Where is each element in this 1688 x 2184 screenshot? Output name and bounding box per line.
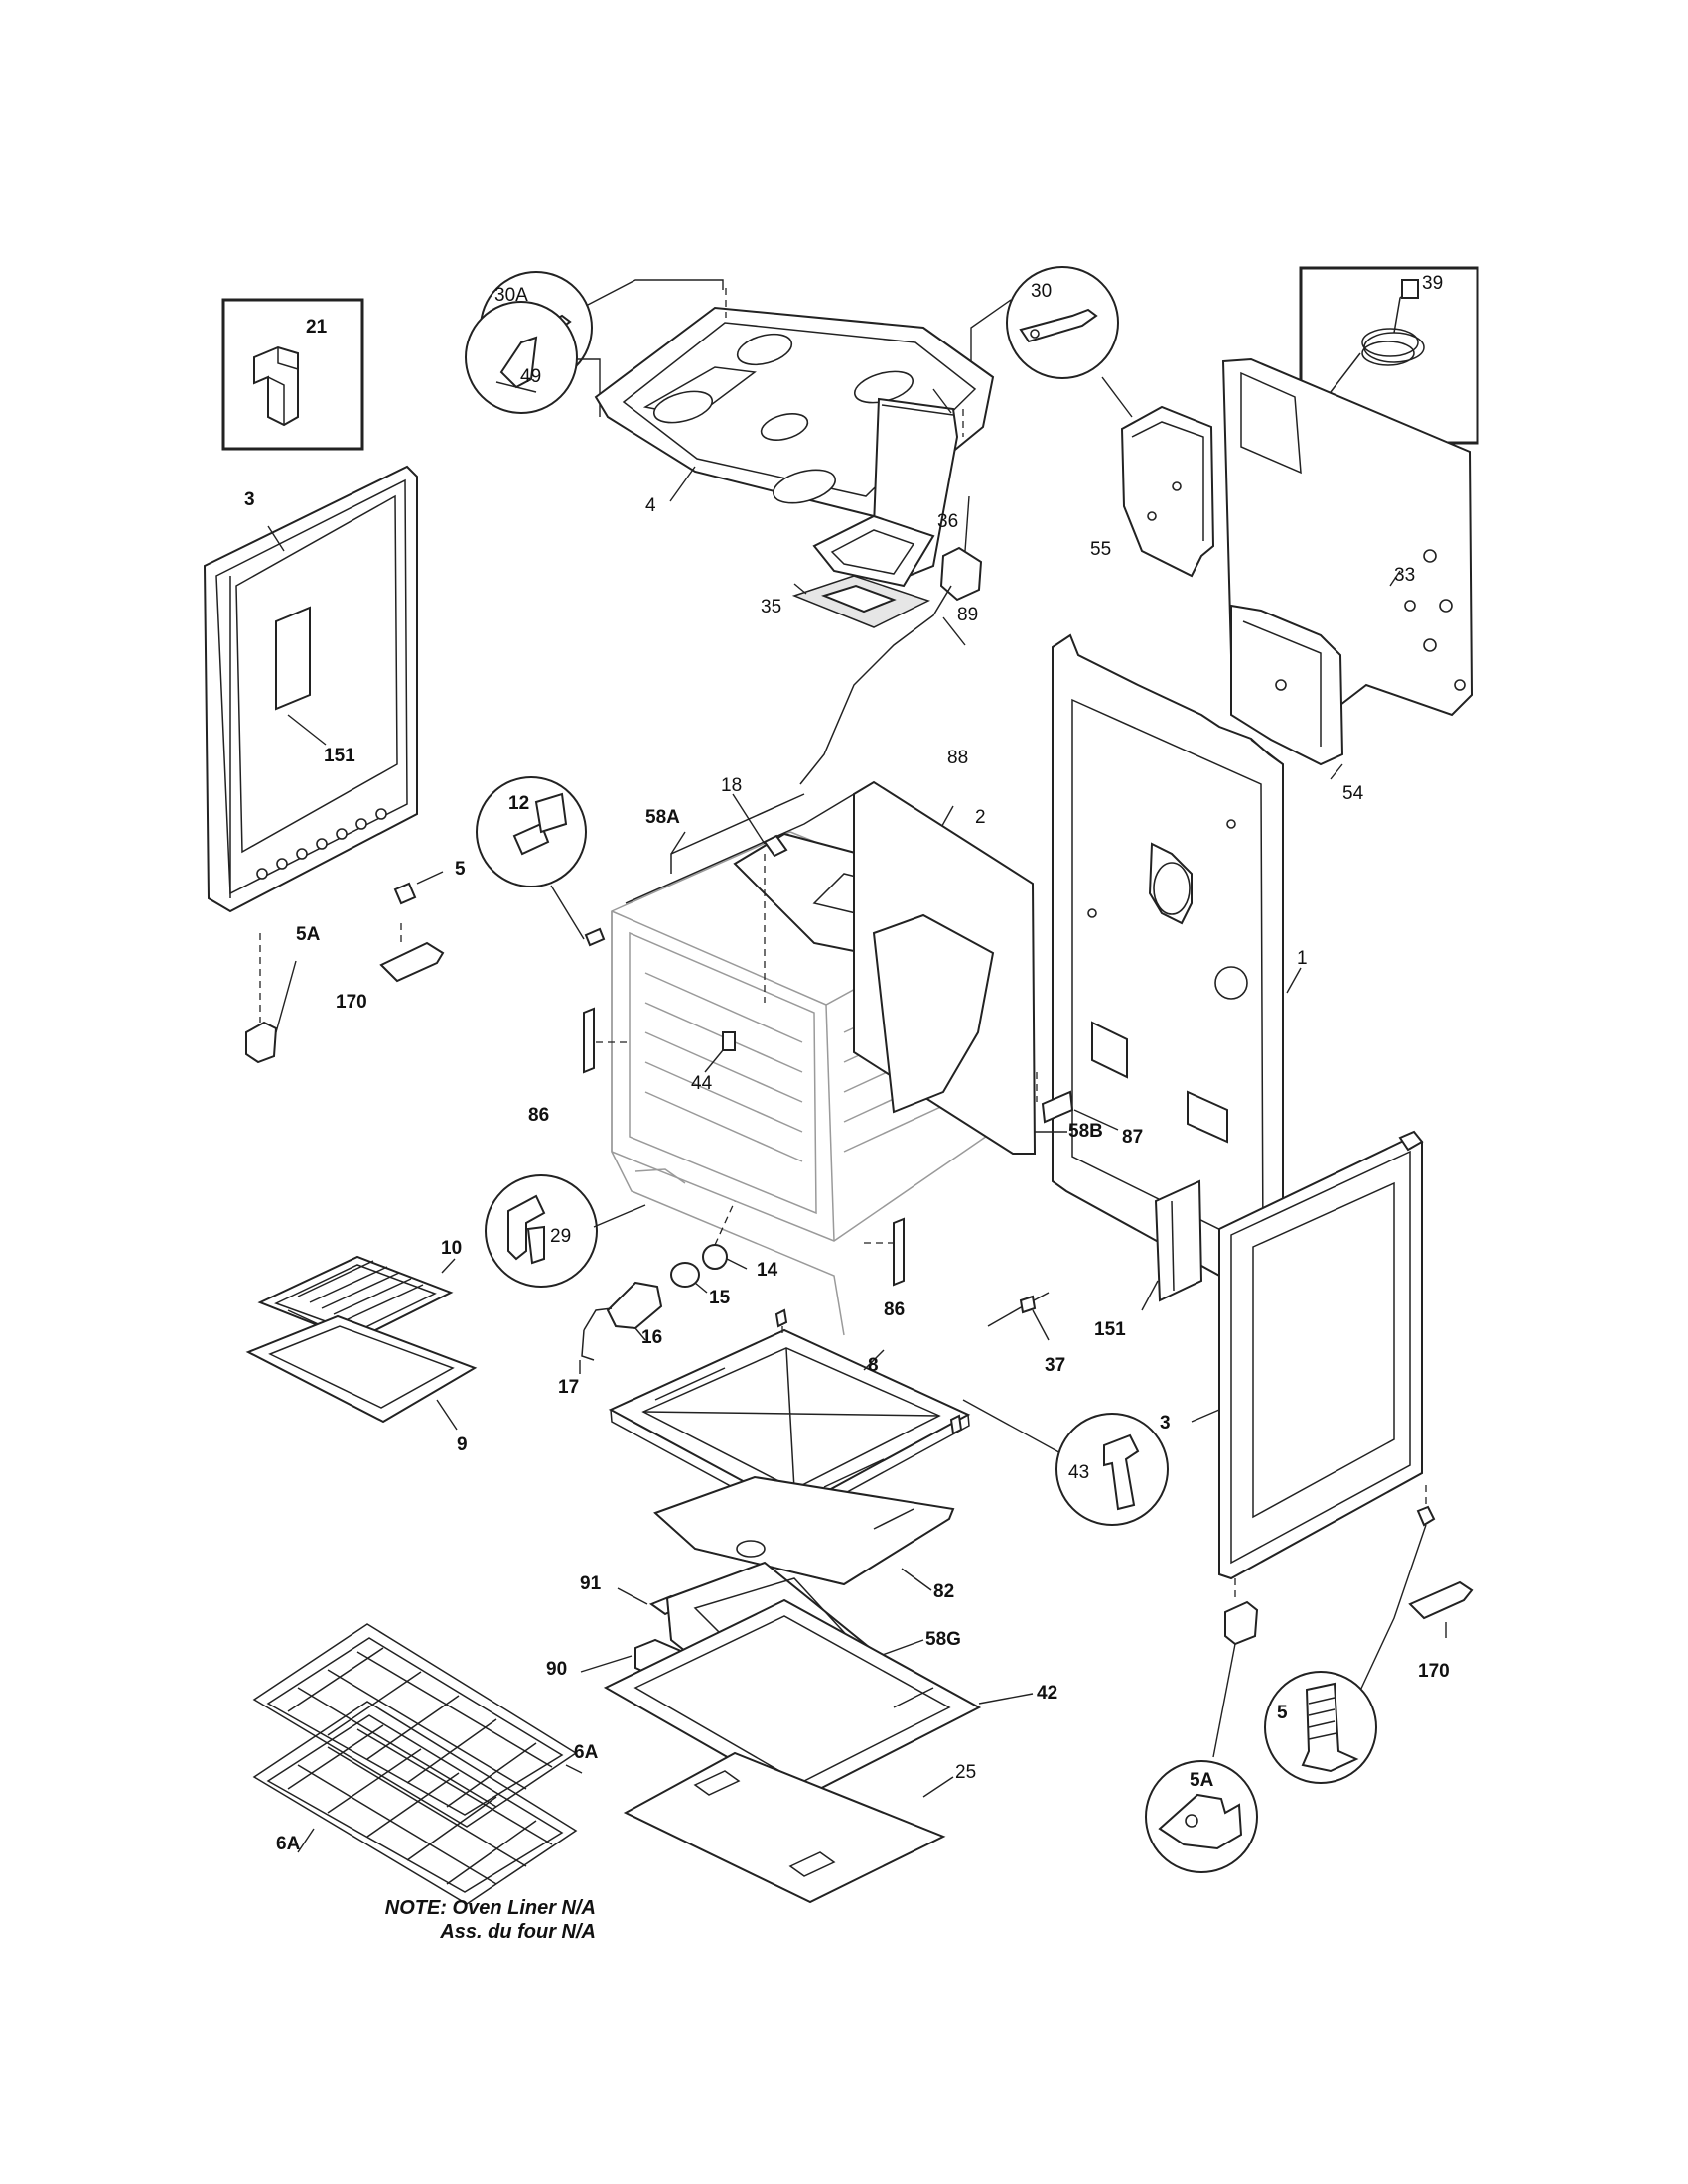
label-58G: 58G (925, 1629, 961, 1650)
label-29: 29 (550, 1226, 572, 1247)
label-18: 18 (721, 775, 743, 796)
label-33: 33 (1394, 565, 1416, 586)
label-10: 10 (441, 1238, 463, 1259)
part-55-panel (1101, 376, 1215, 578)
part-3-right-door (1191, 1130, 1424, 1580)
label-16: 16 (641, 1327, 663, 1348)
label-170-left: 170 (336, 992, 367, 1013)
label-91: 91 (580, 1573, 602, 1594)
callout-5-leveler (1264, 1671, 1377, 1784)
label-49: 49 (520, 366, 542, 387)
part-18-sensor (732, 793, 788, 1003)
label-151-right: 151 (1094, 1319, 1126, 1340)
label-14: 14 (757, 1260, 778, 1281)
label-3-left-door: 3 (244, 489, 255, 510)
label-58B: 58B (1068, 1121, 1103, 1142)
label-5A-left: 5A (296, 924, 321, 945)
label-21: 21 (306, 317, 328, 338)
label-25: 25 (955, 1762, 977, 1783)
label-54: 54 (1342, 783, 1364, 804)
part-8-oven-bottom (608, 1308, 971, 1522)
part-17-wire-clip (579, 1307, 613, 1374)
part-151-right-bracket (1141, 1179, 1203, 1311)
part-5A-right-bracket (1212, 1578, 1259, 1758)
label-36: 36 (937, 511, 959, 532)
label-30A: 30A (494, 285, 528, 306)
note-block: NOTE: Oven Liner N/A Ass. du four N/A (338, 1896, 596, 1944)
part-6A-lower-rack (252, 1701, 578, 1905)
part-37-wire (987, 1292, 1050, 1341)
label-1: 1 (1297, 948, 1308, 969)
part-5-right-leveler (1351, 1485, 1436, 1708)
part-1-back-panel (1052, 633, 1302, 1300)
label-82: 82 (933, 1581, 955, 1602)
part-5A-left-bracket (245, 933, 297, 1064)
label-88: 88 (947, 748, 969, 768)
label-87: 87 (1122, 1127, 1144, 1148)
label-5-left: 5 (455, 859, 466, 880)
part-25-drawer-bottom (623, 1751, 954, 1904)
callout-5A-bracket (1145, 1760, 1258, 1873)
label-37: 37 (1045, 1355, 1066, 1376)
part-21-bracket-icon (253, 345, 299, 427)
part-5-left-leveler (393, 871, 444, 905)
part-21-inset (221, 298, 364, 451)
label-5-callout: 5 (1277, 1703, 1288, 1723)
label-86-left: 86 (528, 1105, 550, 1126)
part-87-terminal-block (1036, 1072, 1119, 1131)
part-9-broiler-pan (245, 1314, 478, 1431)
label-2: 2 (975, 807, 986, 828)
part-170-right-bracket (1408, 1580, 1474, 1638)
label-90: 90 (546, 1659, 568, 1680)
part-35-gasket (791, 575, 930, 628)
label-43: 43 (1068, 1462, 1090, 1483)
label-12: 12 (508, 793, 530, 814)
label-5A-callout: 5A (1190, 1770, 1214, 1791)
label-35: 35 (761, 597, 782, 617)
part-86-left-bracket (583, 1007, 628, 1074)
part-42-drawer-frame (603, 1598, 1034, 1801)
part-89-88-sensor (799, 495, 983, 785)
label-55: 55 (1090, 539, 1112, 560)
label-4: 4 (645, 495, 656, 516)
note-line-1: NOTE: Oven Liner N/A (384, 1897, 596, 1919)
part-170-left-bracket (379, 923, 445, 983)
label-8: 8 (868, 1355, 879, 1376)
part-58A-top (625, 793, 855, 904)
label-6A-upper: 6A (574, 1742, 599, 1763)
part-14-lamp-receptacle (702, 1200, 748, 1270)
label-44: 44 (691, 1073, 713, 1094)
label-39: 39 (1422, 273, 1444, 294)
callout-43 (949, 1399, 1169, 1526)
note-line-2: Ass. du four N/A (440, 1921, 596, 1943)
label-9: 9 (457, 1434, 468, 1455)
part-16-lens (606, 1281, 663, 1341)
label-58A: 58A (645, 807, 680, 828)
callout-12 (476, 776, 606, 947)
label-151-left: 151 (324, 746, 355, 766)
label-86-right: 86 (884, 1299, 906, 1320)
part-86-right-bracket (864, 1217, 905, 1287)
part-15-bulb (670, 1262, 708, 1294)
part-3-left-door (203, 465, 418, 913)
callout-30 (962, 266, 1119, 408)
callout-49 (465, 301, 601, 417)
label-30: 30 (1031, 281, 1053, 302)
label-17: 17 (558, 1377, 580, 1398)
part-54-inner-panel (1230, 604, 1344, 780)
part-82-lower-panel (653, 1475, 955, 1591)
part-44-lamp-socket (704, 1031, 736, 1073)
part-36-vent-duct (812, 388, 959, 588)
label-6A-lower: 6A (276, 1834, 301, 1854)
part-6A-upper-rack (252, 1623, 583, 1828)
label-42: 42 (1037, 1683, 1058, 1704)
callout-29 (485, 1174, 646, 1288)
label-15: 15 (709, 1288, 731, 1308)
part-58B-side-insulation (853, 780, 1067, 1155)
label-170-right: 170 (1418, 1661, 1450, 1682)
label-3-right-door: 3 (1160, 1413, 1171, 1433)
label-89: 89 (957, 605, 979, 625)
